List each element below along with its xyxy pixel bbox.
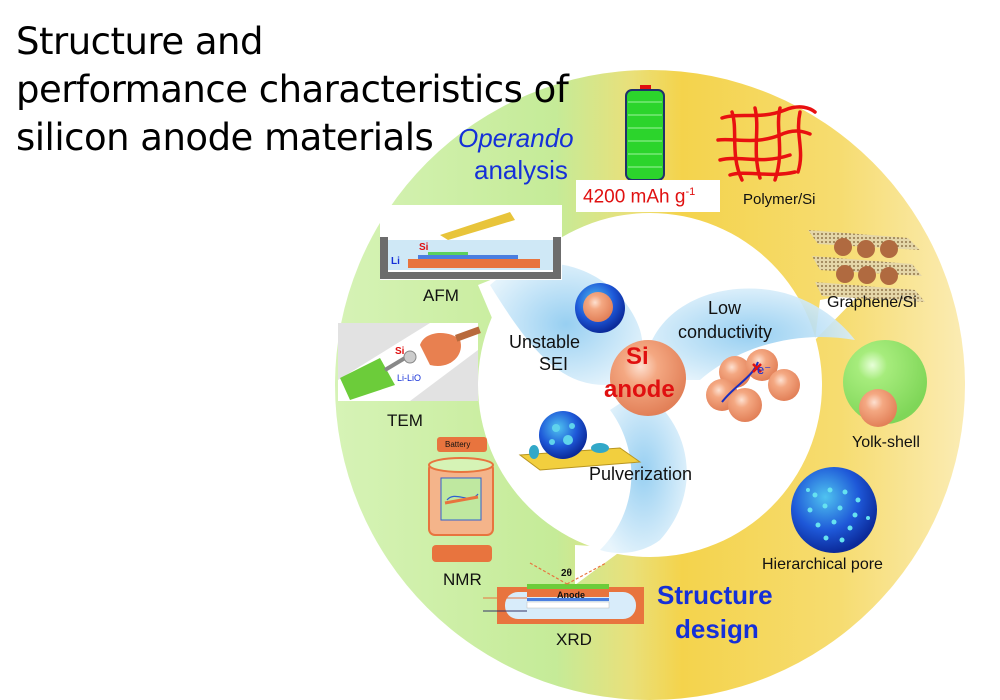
design-heading: design bbox=[675, 614, 759, 644]
challenge-pulverization: Pulverization bbox=[589, 464, 693, 484]
xrd-inset bbox=[483, 562, 644, 624]
technique-nmr: NMR bbox=[443, 570, 482, 589]
structure-heading: Structure bbox=[657, 580, 773, 610]
design-yolk-shell: Yolk-shell bbox=[852, 434, 920, 451]
operando-heading: Operando bbox=[458, 123, 574, 153]
xrd-anode-label: Anode bbox=[557, 590, 585, 600]
conductivity-cluster-icon bbox=[706, 349, 800, 422]
battery-icon bbox=[625, 85, 665, 181]
title-line-2: performance characteristics of bbox=[16, 68, 569, 111]
center-si-label: Si bbox=[626, 343, 649, 370]
technique-xrd: XRD bbox=[556, 630, 592, 649]
electron-symbol: e⁻ bbox=[757, 362, 772, 377]
afm-li-label: Li bbox=[391, 256, 400, 267]
lobe-low-conductivity bbox=[644, 288, 855, 380]
tem-si-label: Si bbox=[395, 346, 405, 357]
pulverized-particle-icon bbox=[518, 411, 642, 471]
challenge-low-conductivity: Low conductivity bbox=[678, 298, 773, 342]
xrd-2theta-label: 2θ bbox=[561, 568, 572, 579]
graphene-si-icon bbox=[808, 230, 925, 302]
title-line-3: silicon anode materials bbox=[16, 116, 434, 159]
hierarchical-pore-icon bbox=[791, 467, 877, 553]
tem-inset bbox=[338, 323, 481, 401]
design-hierarchical-pore: Hierarchical pore bbox=[762, 556, 883, 573]
design-graphene-si: Graphene/Si bbox=[827, 294, 917, 311]
yolk-shell-icon bbox=[843, 340, 927, 427]
tem-li-lio-label: Li-LiO bbox=[397, 373, 422, 383]
afm-si-label: Si bbox=[419, 242, 429, 253]
page-title: Structure and performance characteristic… bbox=[16, 18, 616, 162]
nmr-inset bbox=[428, 437, 494, 562]
design-polymer-si: Polymer/Si bbox=[743, 191, 816, 208]
afm-inset bbox=[380, 205, 562, 280]
capacity-label: 4200 mAh g-1 bbox=[583, 186, 696, 208]
capacity-box bbox=[576, 180, 720, 212]
polymer-network-icon bbox=[716, 105, 817, 182]
nmr-battery-label: Battery bbox=[445, 440, 471, 449]
lobe-pulverization bbox=[600, 390, 687, 553]
sei-sphere-icon bbox=[575, 283, 625, 333]
analysis-heading: analysis bbox=[474, 155, 568, 185]
technique-afm: AFM bbox=[423, 286, 459, 305]
center-anode-label: anode bbox=[604, 376, 675, 403]
challenge-unstable-sei: Unstable SEI bbox=[509, 332, 581, 374]
technique-tem: TEM bbox=[387, 411, 423, 430]
si-particle-icon bbox=[610, 340, 686, 416]
title-line-1: Structure and bbox=[16, 20, 264, 63]
